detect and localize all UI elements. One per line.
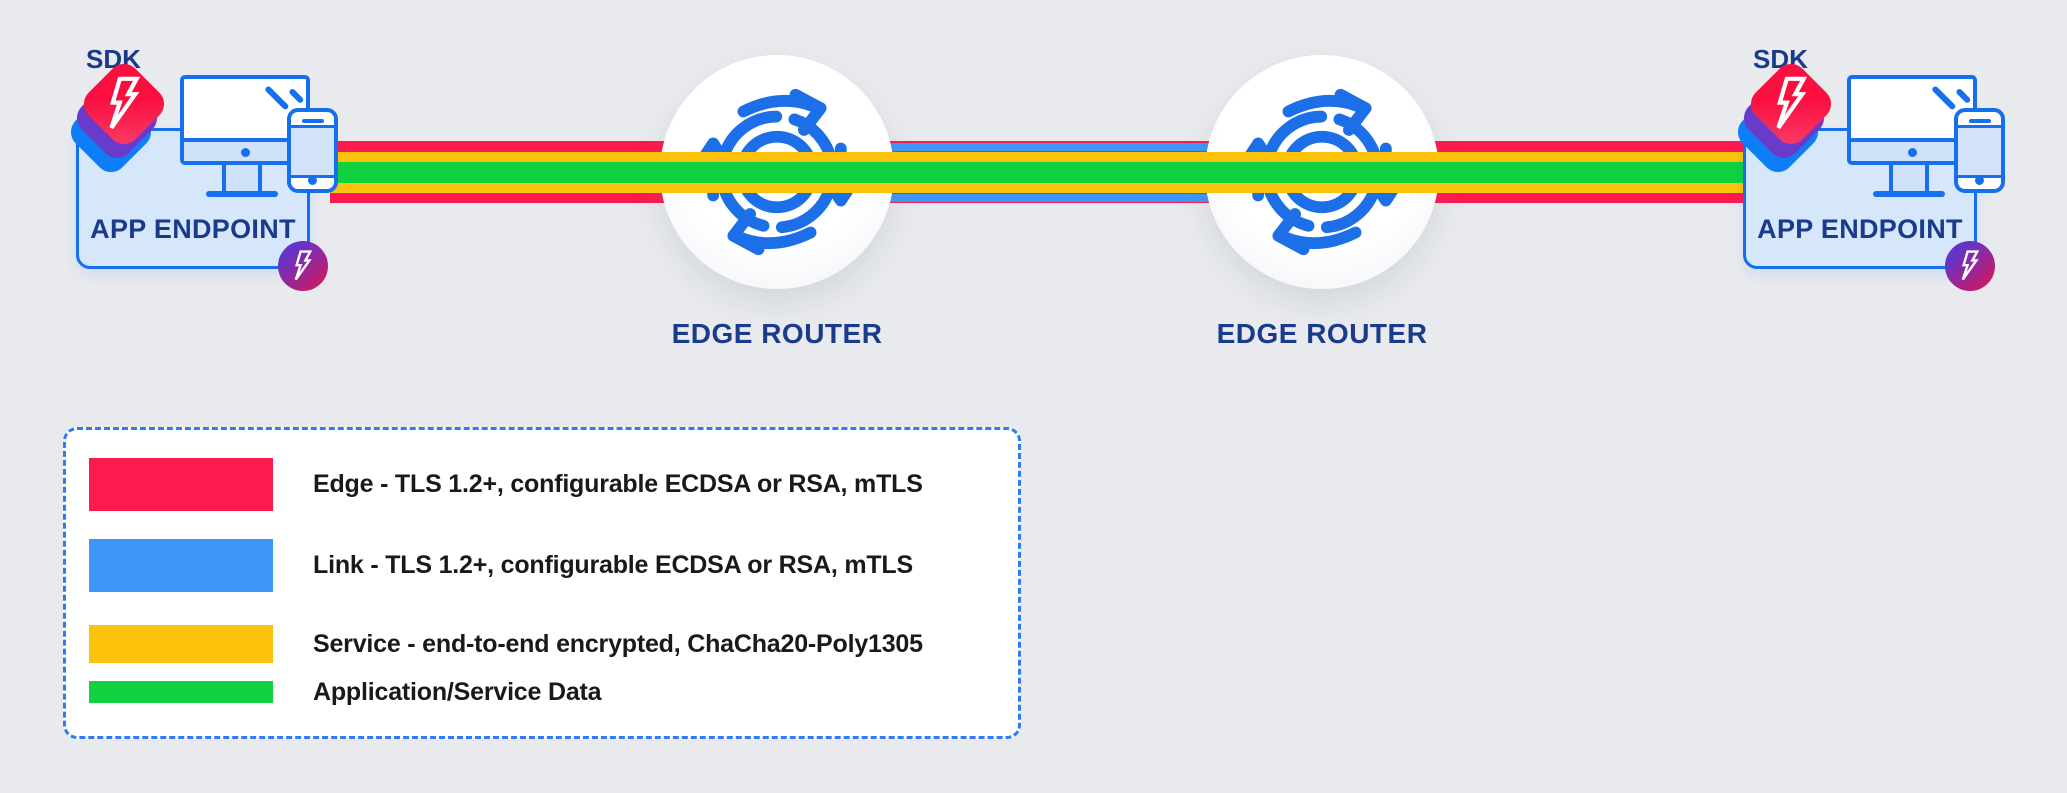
- app-endpoint-label: APP ENDPOINT: [1757, 214, 1963, 244]
- edge-router-label-2: EDGE ROUTER: [1216, 318, 1428, 349]
- link-stripe-top: [777, 142, 1322, 151]
- monitor-stand-base: [1873, 191, 1945, 197]
- phone-screen: [291, 125, 334, 178]
- legend-label-data: Application/Service Data: [313, 677, 602, 706]
- phone-home-button: [1975, 176, 1984, 185]
- app-endpoint-label: APP ENDPOINT: [90, 214, 296, 244]
- monitor-bezel: [1851, 138, 1973, 161]
- monitor-stand: [222, 165, 262, 191]
- ziti-bolt-icon: [1961, 250, 1979, 281]
- legend-swatch-edge: [89, 458, 273, 511]
- monitor-bezel: [184, 138, 306, 161]
- legend-swatch-service: [89, 625, 273, 663]
- phone-screen: [1958, 125, 2001, 178]
- ziti-bolt-icon: [294, 250, 312, 281]
- ziti-badge-icon: [278, 241, 328, 291]
- monitor-dot: [1907, 148, 1917, 157]
- phone-speaker: [301, 119, 324, 123]
- application-data-stripe: [330, 162, 1744, 183]
- legend-swatch-data: [89, 681, 273, 703]
- legend-swatch-link: [89, 539, 273, 592]
- edge-router-label-1: EDGE ROUTER: [671, 318, 883, 349]
- link-stripe-bottom: [777, 193, 1322, 202]
- legend-label-service: Service - end-to-end encrypted, ChaCha20…: [313, 629, 923, 658]
- phone-icon: [287, 108, 338, 193]
- legend-label-link: Link - TLS 1.2+, configurable ECDSA or R…: [313, 551, 913, 579]
- legend-panel: Edge - TLS 1.2+, configurable ECDSA or R…: [63, 427, 1021, 739]
- service-stripe-bottom: [330, 183, 1744, 193]
- legend-label-edge: Edge - TLS 1.2+, configurable ECDSA or R…: [313, 470, 923, 498]
- service-stripe-top: [330, 152, 1744, 162]
- phone-home-button: [308, 176, 317, 185]
- ziti-bolt-icon: [1770, 76, 1812, 132]
- legend-row-service: Service - end-to-end encrypted, ChaCha20…: [89, 625, 923, 663]
- app-endpoint-left: SDK APP ENDPOINT: [0, 0, 420, 320]
- phone-speaker: [1968, 119, 1991, 123]
- monitor-stand: [1889, 165, 1929, 191]
- legend-row-edge: Edge - TLS 1.2+, configurable ECDSA or R…: [89, 458, 923, 511]
- app-endpoint-right: SDK APP ENDPOINT: [1667, 0, 2067, 320]
- ziti-bolt-icon: [103, 76, 145, 132]
- ziti-badge-icon: [1945, 241, 1995, 291]
- monitor-stand-base: [206, 191, 278, 197]
- legend-row-data: Application/Service Data: [89, 678, 602, 706]
- legend-row-link: Link - TLS 1.2+, configurable ECDSA or R…: [89, 539, 913, 592]
- monitor-dot: [240, 148, 250, 157]
- phone-icon: [1954, 108, 2005, 193]
